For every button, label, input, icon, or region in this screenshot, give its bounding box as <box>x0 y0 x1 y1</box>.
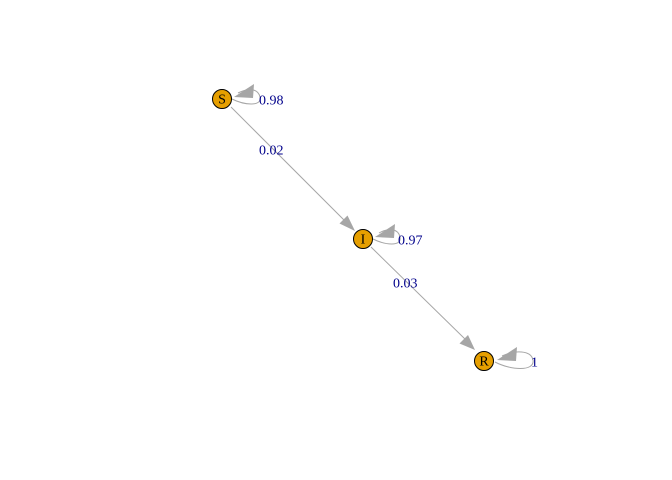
edge-s-to-i-label: 0.02 <box>259 144 284 159</box>
edge-i-to-r-label: 0.03 <box>393 277 418 292</box>
node-s-label: S <box>218 93 226 108</box>
node-s-circle <box>212 89 232 109</box>
self-loop-r-arrowhead <box>497 347 517 361</box>
self-loop-s: 0.98 <box>231 84 284 109</box>
node-s: S <box>212 89 232 109</box>
edge-s-to-i-arrowhead <box>339 215 355 231</box>
node-i-circle <box>353 229 373 249</box>
edge-i-to-r-arrowhead <box>459 335 475 350</box>
node-i: I <box>353 229 373 249</box>
self-loop-r: 1 <box>494 347 538 371</box>
self-loop-r-label: 1 <box>531 356 538 371</box>
self-loop-i-arrowhead <box>375 224 395 238</box>
self-loop-s-label: 0.98 <box>259 94 284 109</box>
edge-i-to-r: 0.03 <box>370 246 475 350</box>
self-loop-s-arrowhead <box>234 84 254 98</box>
edge-i-to-r-line <box>370 246 467 341</box>
self-loop-i-label: 0.97 <box>398 234 423 249</box>
node-r-circle <box>474 351 494 371</box>
edge-s-to-i-line <box>230 106 348 224</box>
edge-s-to-i: 0.02 <box>230 106 355 231</box>
node-r: R <box>474 351 494 371</box>
node-i-label: I <box>361 233 366 248</box>
self-loop-i: 0.97 <box>372 224 423 249</box>
node-r-label: R <box>479 355 489 370</box>
